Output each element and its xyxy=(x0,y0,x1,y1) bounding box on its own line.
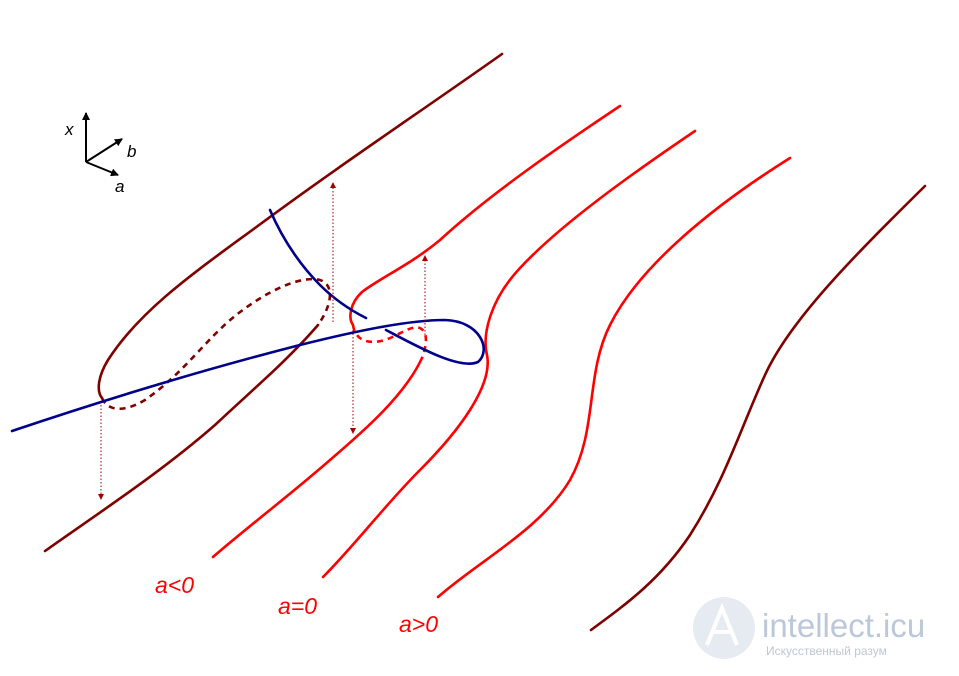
label-a-negative: a<0 xyxy=(155,572,194,598)
x-axis-label: x xyxy=(64,120,74,139)
curve-a-negative-upper xyxy=(349,104,622,327)
watermark-site: intellect.icu xyxy=(762,607,925,644)
a-axis-arrow xyxy=(85,161,119,177)
curve-leftmost-fold-dashed xyxy=(100,277,332,411)
watermark-logo-icon xyxy=(693,597,755,659)
label-a-zero: a=0 xyxy=(278,593,317,619)
curve-leftmost-upper xyxy=(97,52,504,400)
curve-a-zero xyxy=(321,129,697,579)
curve-rightmost xyxy=(589,184,927,632)
curve-a-negative-lower xyxy=(211,356,424,559)
b-axis-arrow xyxy=(85,138,123,163)
bifurcation-curve-short xyxy=(268,208,368,320)
b-axis-label: b xyxy=(127,142,136,161)
curve-leftmost-lower xyxy=(43,323,320,553)
watermark-logo-mark-icon xyxy=(705,602,739,646)
a-axis-label: a xyxy=(115,177,124,196)
watermark: intellect.icu Искусственный разум xyxy=(693,597,925,659)
watermark-tagline: Искусственный разум xyxy=(766,644,887,658)
axes-indicator: x b a xyxy=(64,112,136,196)
label-a-positive: a>0 xyxy=(399,611,438,637)
bifurcation-curve-long xyxy=(10,318,485,433)
curve-a-positive xyxy=(436,156,792,599)
